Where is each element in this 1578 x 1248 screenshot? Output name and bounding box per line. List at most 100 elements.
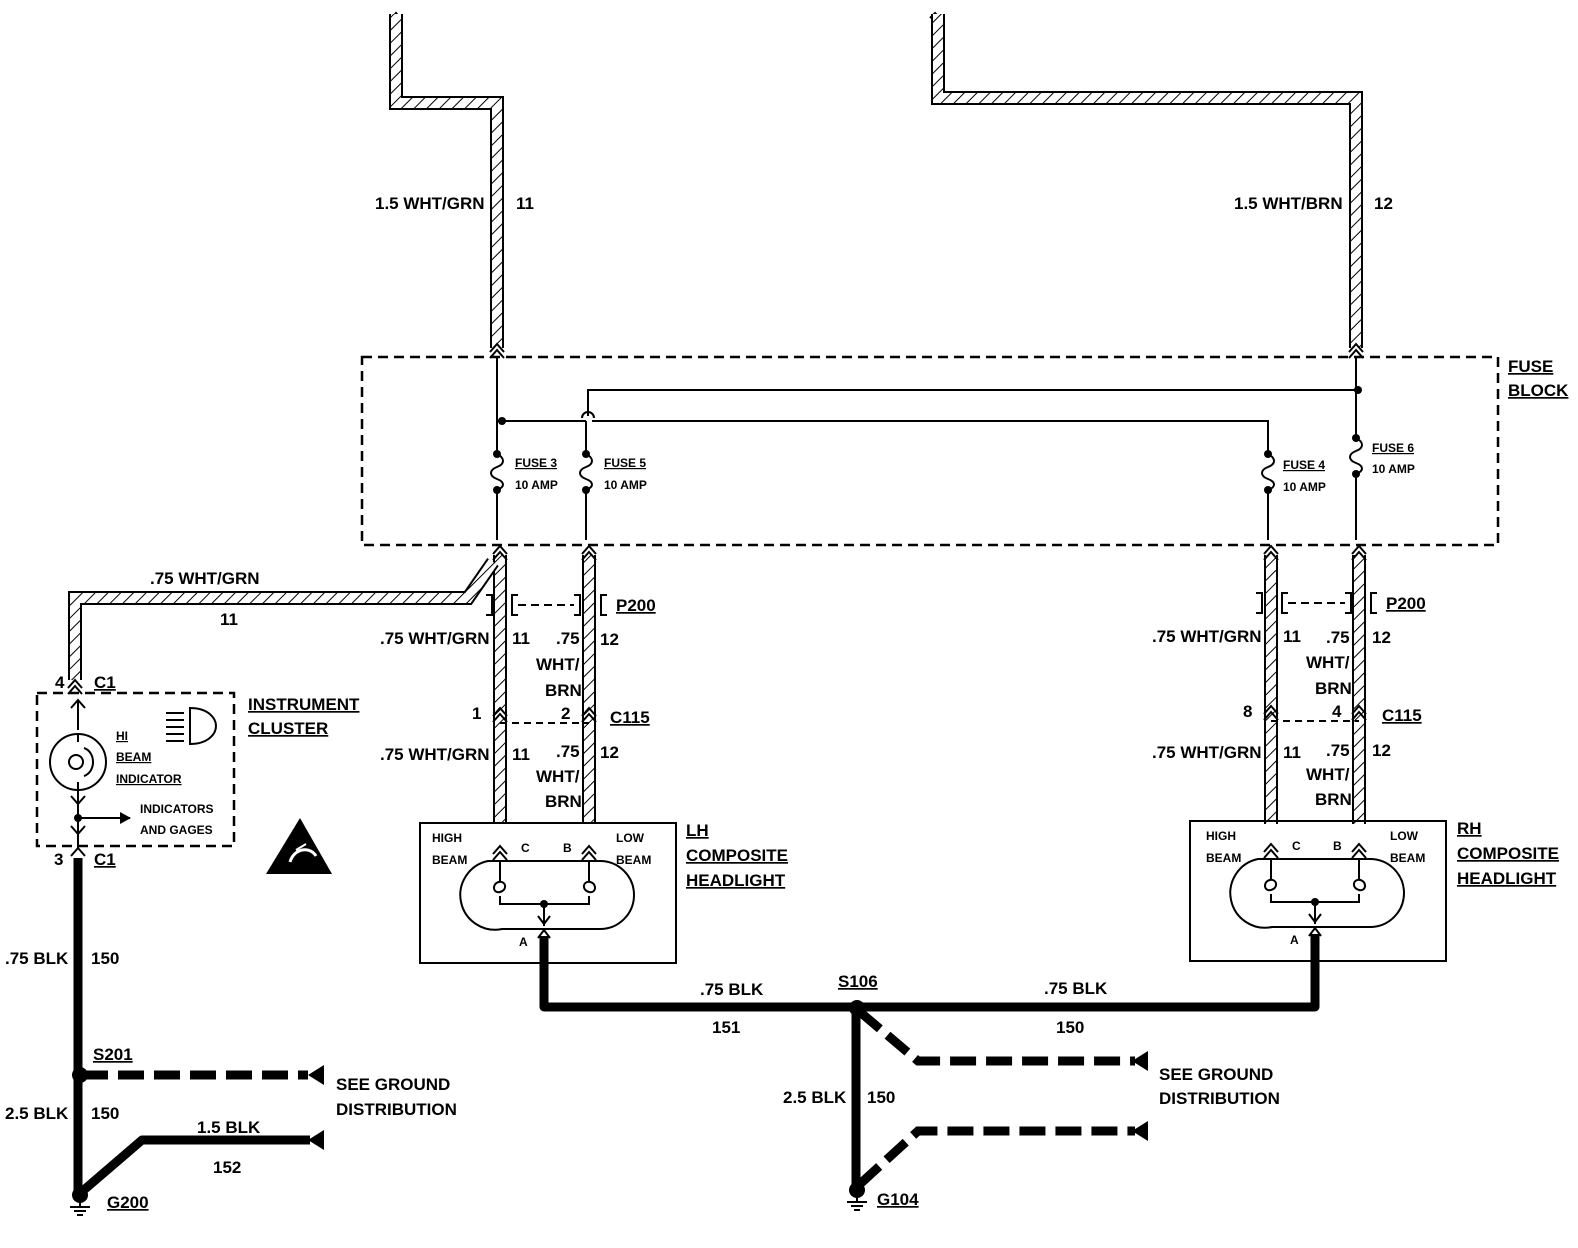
c115-right-label: C115 (1382, 706, 1422, 725)
arrow-icon (1132, 1051, 1148, 1071)
esd-warning-icon (266, 818, 332, 874)
right-ground-distribution-upper (857, 1008, 1135, 1066)
rh-wht-brn-upper-1: .75 (1326, 628, 1350, 647)
fuse-bus-wires (496, 358, 1362, 454)
hi-beam-label-3: INDICATOR (116, 772, 182, 786)
connector-icon (492, 845, 508, 861)
arrow-icon (308, 1130, 324, 1150)
c1-pin-3: 3 (54, 850, 63, 869)
left-see-ground-2: DISTRIBUTION (336, 1100, 457, 1119)
p200-right-label: P200 (1386, 594, 1426, 613)
c115-left-label: C115 (610, 708, 650, 727)
g200-ground-point (72, 1187, 88, 1203)
rh-wht-grn-upper: .75 WHT/GRN (1152, 627, 1262, 646)
cluster-feed-circuit: 11 (220, 610, 238, 629)
lh-circuit-11-lower: 11 (512, 745, 530, 764)
fuse-5-label: FUSE 5 (604, 456, 646, 470)
lh-title-1: LH (686, 821, 709, 840)
fuse-output-wires (496, 474, 1357, 540)
lh-high-beam-1: HIGH (432, 831, 462, 845)
rh-wht-brn-upper-3: BRN (1315, 679, 1352, 698)
p200-bracket-left (486, 594, 607, 616)
rh-circuit-11-upper: 11 (1283, 627, 1301, 646)
cluster-feed-size: .75 WHT/GRN (150, 569, 260, 588)
fuse-5-icon (579, 449, 593, 495)
lh-wht-brn-lower-3: BRN (545, 792, 582, 811)
lh-circuit-12-upper: 12 (600, 630, 619, 649)
lh-title-2: COMPOSITE (686, 846, 788, 865)
lh-c115-pin-2: 2 (561, 704, 570, 723)
s106-label: S106 (838, 972, 878, 991)
right-25-blk: 2.5 BLK (783, 1088, 847, 1107)
rh-filaments (1264, 858, 1366, 924)
right-see-ground-2: DISTRIBUTION (1159, 1089, 1280, 1108)
connector-icon (581, 845, 597, 861)
ground-icon (70, 1201, 90, 1216)
rh-wht-brn-upper-2: WHT/ (1306, 653, 1350, 672)
lh-pin-c: C (521, 841, 530, 855)
right-circuit-150: 150 (1056, 1018, 1084, 1037)
g104-label: G104 (877, 1190, 919, 1209)
hi-beam-label-2: BEAM (116, 750, 151, 764)
right-75-blk-left: .75 BLK (700, 980, 764, 999)
lh-circuit-11-upper: 11 (512, 629, 530, 648)
branch-wires (68, 555, 1366, 824)
rh-wht-brn-lower-2: WHT/ (1306, 765, 1350, 784)
lh-filaments (493, 860, 596, 926)
lh-wht-brn-lower-2: WHT/ (536, 767, 580, 786)
connector-icon (1263, 843, 1279, 859)
fuse-block-title-1: FUSE (1508, 357, 1553, 376)
lh-circuit-12-lower: 12 (600, 743, 619, 762)
instrument-cluster-title-2: CLUSTER (248, 719, 328, 738)
lh-title-3: HEADLIGHT (686, 871, 786, 890)
upper-left-wire-size: 1.5 WHT/GRN (375, 194, 485, 213)
lh-wht-brn-lower-1: .75 (556, 742, 580, 761)
rh-wht-grn-lower: .75 WHT/GRN (1152, 743, 1262, 762)
fuse-3-rating: 10 AMP (515, 478, 558, 492)
connector-icon (537, 926, 1322, 939)
ground-icon (847, 1196, 867, 1211)
lh-low-beam-2: BEAM (616, 853, 651, 867)
upper-right-wire-circuit: 12 (1374, 194, 1393, 213)
left-75-blk: .75 BLK (5, 949, 69, 968)
rh-circuit-12-lower: 12 (1372, 741, 1391, 760)
lh-wht-brn-upper-3: BRN (545, 681, 582, 700)
p200-left-label: P200 (616, 596, 656, 615)
fuse-5-rating: 10 AMP (604, 478, 647, 492)
fuse-4-icon (1261, 449, 1275, 495)
fuse-block-outline (360, 355, 1500, 547)
right-see-ground-1: SEE GROUND (1159, 1065, 1273, 1084)
lh-pin-a: A (519, 935, 528, 949)
upper-left-wire-circuit: 11 (516, 194, 534, 213)
rh-title-1: RH (1457, 819, 1482, 838)
left-circuit-150: 150 (91, 949, 119, 968)
left-see-ground-1: SEE GROUND (336, 1075, 450, 1094)
upper-right-wire (929, 11, 1363, 348)
fuse-6-icon (1349, 433, 1363, 479)
c1-pin-4: 4 (55, 673, 65, 692)
right-75-blk-right: .75 BLK (1044, 979, 1108, 998)
fuse-3-icon (490, 449, 504, 495)
right-ground-distribution-lower (856, 1126, 1135, 1188)
rh-c115-pin-8: 8 (1243, 702, 1252, 721)
lh-headlight-bulb (459, 860, 635, 931)
instrument-cluster-outline (35, 691, 236, 848)
rh-circuit-12-upper: 12 (1372, 628, 1391, 647)
rh-pin-a: A (1290, 933, 1299, 947)
rh-pin-b: B (1333, 839, 1342, 853)
left-circuit-150b: 150 (91, 1104, 119, 1123)
lh-wht-grn-upper: .75 WHT/GRN (380, 629, 490, 648)
rh-low-beam-2: BEAM (1390, 851, 1425, 865)
s201-label: S201 (93, 1045, 133, 1064)
left-ground-wire (73, 858, 310, 1200)
upper-left-wire (389, 11, 504, 348)
fuse-6-rating: 10 AMP (1372, 462, 1415, 476)
arrow-icon (1132, 1121, 1148, 1141)
rh-circuit-11-lower: 11 (1283, 743, 1301, 762)
fuse-4-label: FUSE 4 (1283, 458, 1325, 472)
indicators-gages-2: AND GAGES (140, 823, 213, 837)
rh-wht-brn-lower-1: .75 (1326, 741, 1350, 760)
connector-icon (1351, 843, 1367, 859)
left-circuit-152: 152 (213, 1158, 241, 1177)
rh-low-beam-1: LOW (1390, 829, 1419, 843)
